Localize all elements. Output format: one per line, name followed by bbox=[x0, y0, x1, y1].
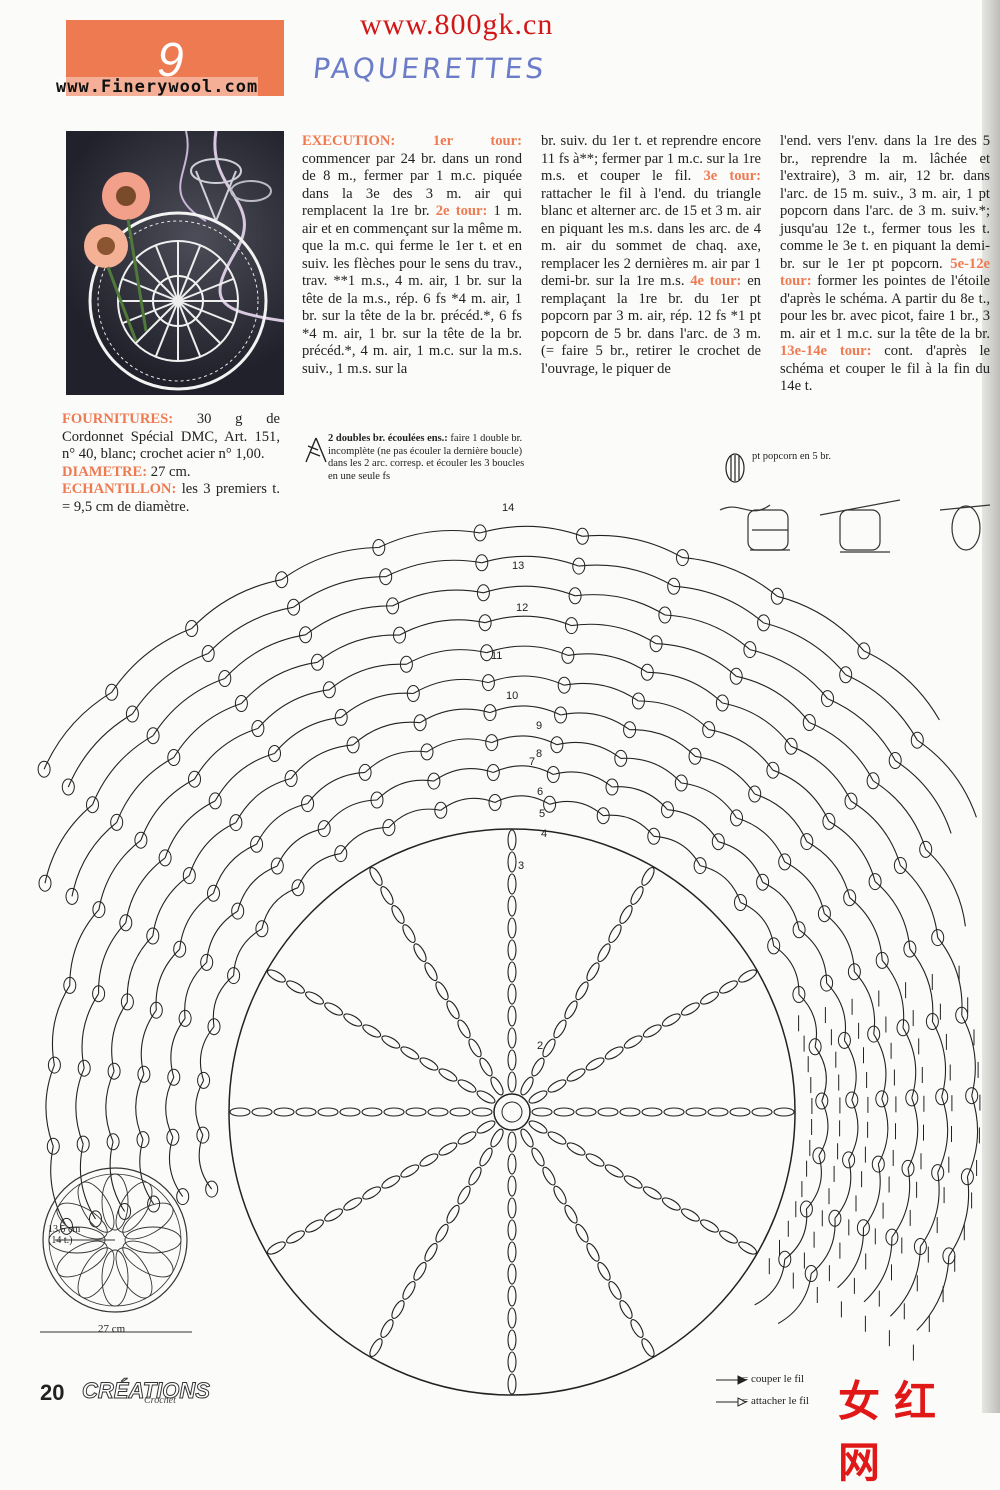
watermark-url: www.800gk.cn bbox=[360, 8, 554, 41]
symbol-note: 2 doubles br. écoulées ens.: faire 1 dou… bbox=[328, 433, 528, 483]
instructions-column-3: l'end. vers l'env. dans la 1re des 5 br.… bbox=[780, 133, 990, 396]
mini-diagram bbox=[42, 1167, 188, 1313]
col2-text-a: br. suiv. du 1er t. et reprendre encore … bbox=[541, 133, 761, 184]
page-number: 20 bbox=[40, 1380, 65, 1405]
col3-text-b: former les pointes de l'étoile d'après l… bbox=[780, 273, 990, 342]
tour3-label: 3e tour: bbox=[703, 168, 761, 184]
execution-text-b: 1 m. air et en commençant sur la même m.… bbox=[302, 203, 522, 377]
mini-label-cm: 13,5 cm bbox=[48, 1224, 81, 1235]
mini-label-rows: (14 t.) bbox=[48, 1235, 73, 1246]
row-number-6: 6 bbox=[537, 786, 544, 798]
tour5-12-label: 5e-12e tour: bbox=[780, 255, 990, 290]
doily-photo-illustration bbox=[84, 131, 284, 391]
popcorn-symbol-icon bbox=[725, 453, 745, 483]
row-number-14: 14 bbox=[502, 502, 515, 514]
fournitures-text: 30 g de Cordonnet Spécial DMC, Art. 151,… bbox=[62, 411, 280, 462]
row-number-13: 13 bbox=[512, 560, 525, 572]
col3-text-a: l'end. vers l'env. dans la 1re des 5 br.… bbox=[780, 133, 990, 272]
row-number-12: 12 bbox=[516, 602, 529, 614]
col2-text-b: rattacher le fil à l'end. du triangle bl… bbox=[541, 185, 761, 290]
symbol-note-text: faire 1 double br. incomplète (ne pas éc… bbox=[328, 433, 525, 482]
row-number-9: 9 bbox=[536, 720, 543, 732]
popcorn-label: pt popcorn en 5 br. bbox=[752, 451, 832, 462]
row-number-10: 10 bbox=[506, 690, 519, 702]
col3-text-c: cont. d'après le schéma et couper le fil… bbox=[780, 343, 990, 394]
echantillon-text: les 3 premiers t. = 9,5 cm de diamètre. bbox=[62, 481, 280, 515]
echantillon-label: ECHANTILLON: bbox=[62, 481, 177, 497]
tour2-label: 2e tour: bbox=[435, 203, 488, 219]
magazine-brand-logo: CRÉATIONS bbox=[82, 1378, 211, 1404]
row-number-4: 4 bbox=[541, 828, 548, 840]
symbol-note-title: 2 doubles br. écoulées ens.: bbox=[328, 433, 448, 444]
row-number-11: 11 bbox=[491, 650, 503, 662]
crochet-chart bbox=[37, 437, 991, 1407]
popcorn-step-illustrations-icon bbox=[719, 499, 991, 553]
site-watermark-chinese: 女红网 bbox=[838, 1377, 951, 1487]
magazine-brand-sub: Crochet bbox=[144, 1395, 176, 1406]
tour4-label: 4e tour: bbox=[690, 273, 742, 289]
attach-thread-arrow-icon bbox=[716, 1397, 748, 1407]
tour13-14-label: 13e-14e tour: bbox=[780, 343, 872, 359]
site-watermark: www.Finerywool.com bbox=[56, 77, 259, 97]
row-number-8: 8 bbox=[536, 748, 543, 760]
execution-text-a: commencer par 24 br. dans un rond de 8 m… bbox=[302, 150, 522, 220]
double-treble-symbol-icon bbox=[305, 437, 327, 463]
execution-label: EXECUTION: 1er tour: bbox=[302, 133, 522, 149]
legend-attach-thread: = attacher le fil bbox=[742, 1395, 809, 1407]
instructions-column-1: EXECUTION: 1er tour: commencer par 24 br… bbox=[302, 133, 522, 378]
col2-text-c: en remplaçant la 1re br. du 1er pt popco… bbox=[541, 273, 761, 377]
pattern-number: 9 bbox=[157, 34, 184, 87]
row-number-7: 7 bbox=[529, 756, 536, 768]
diametre-label: DIAMETRE: bbox=[62, 463, 148, 480]
materials-block: FOURNITURES: 30 g de Cordonnet Spécial D… bbox=[62, 411, 280, 516]
diametre-text: 27 cm. bbox=[147, 463, 191, 480]
page-binding-edge bbox=[982, 0, 1000, 1413]
row-number-5: 5 bbox=[539, 808, 546, 820]
row-number-3: 3 bbox=[518, 860, 525, 872]
row-number-2: 2 bbox=[537, 1040, 544, 1052]
cut-thread-arrow-icon bbox=[716, 1375, 748, 1385]
fournitures-label: FOURNITURES: bbox=[62, 411, 174, 427]
doily-photo bbox=[66, 131, 284, 395]
mini-diagram-width-label: 27 cm bbox=[98, 1323, 126, 1335]
pattern-badge bbox=[66, 20, 284, 96]
instructions-column-2: br. suiv. du 1er t. et reprendre encore … bbox=[541, 133, 761, 378]
mini-diagram-radius-label: 13,5 cm (14 t.) bbox=[48, 1224, 80, 1246]
legend-cut-thread: = couper le fil bbox=[742, 1373, 805, 1385]
